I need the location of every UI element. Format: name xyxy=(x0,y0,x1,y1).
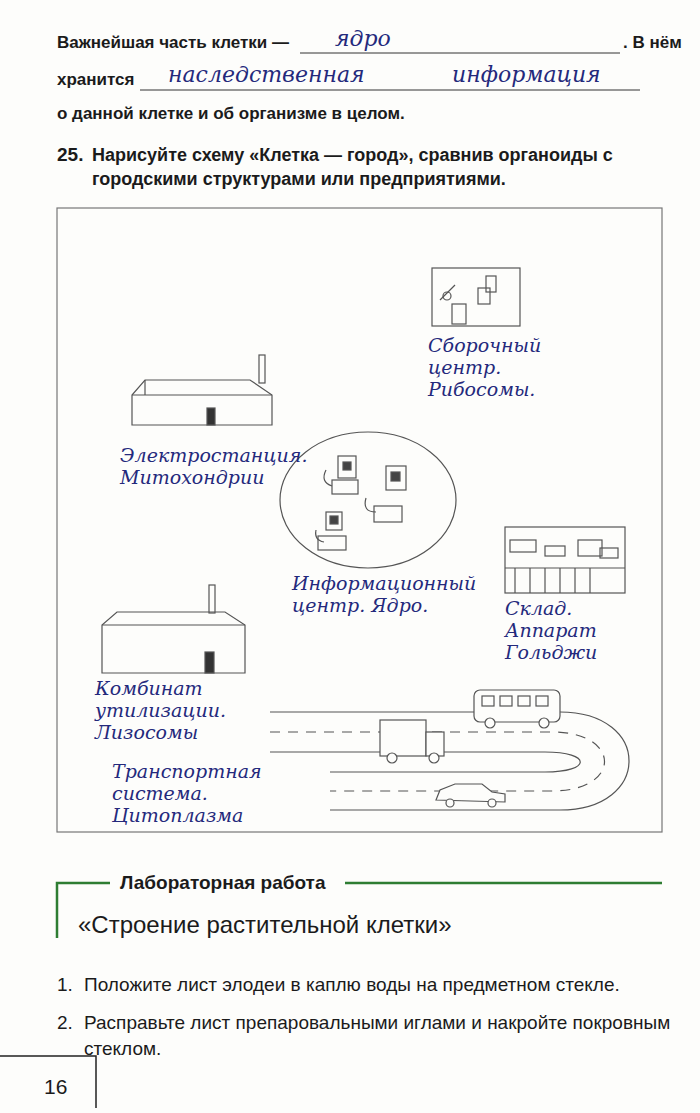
handwritten-label: Сборочный центр. Рибосомы. xyxy=(428,334,558,400)
step-text: Положите лист элодеи в каплю воды на пре… xyxy=(84,972,674,998)
handwritten-label: Комбинат утилизации. Лизосомы xyxy=(95,677,260,743)
page-number: 16 xyxy=(44,1074,67,1100)
handwritten-answer: информация xyxy=(452,62,601,88)
page-number-bracket xyxy=(0,1056,96,1108)
prompt-text: Важнейшая часть клетки — xyxy=(57,33,289,53)
drawing-frame xyxy=(57,208,662,832)
task-number: 25. xyxy=(57,143,83,167)
step-text: Расправьте лист препаровальными иглами и… xyxy=(84,1010,674,1062)
handwritten-label: Склад. Аппарат Гольджи xyxy=(505,597,640,663)
step-number: 1. xyxy=(57,972,73,998)
prompt-text: хранится xyxy=(57,70,135,90)
handwritten-label: Электростанция. Митохондрии xyxy=(120,444,305,488)
handwritten-answer: ядро xyxy=(335,26,391,52)
step-number: 2. xyxy=(57,1010,73,1036)
handwritten-label: Информационный центр. Ядро. xyxy=(292,572,497,616)
task-text: Нарисуйте схему «Клетка — город», сравни… xyxy=(92,143,662,191)
prompt-text: о данной клетке и об организме в целом. xyxy=(57,104,405,124)
answer-line xyxy=(300,53,620,54)
handwritten-label: Транспортная система. Цитоплазма xyxy=(112,760,282,826)
section-heading: Лабораторная работа xyxy=(120,871,325,895)
lab-title: «Строение растительной клетки» xyxy=(78,910,452,940)
handwritten-answer: наследственная xyxy=(168,62,365,88)
answer-line xyxy=(140,90,640,91)
prompt-text: . В нём xyxy=(623,33,682,53)
